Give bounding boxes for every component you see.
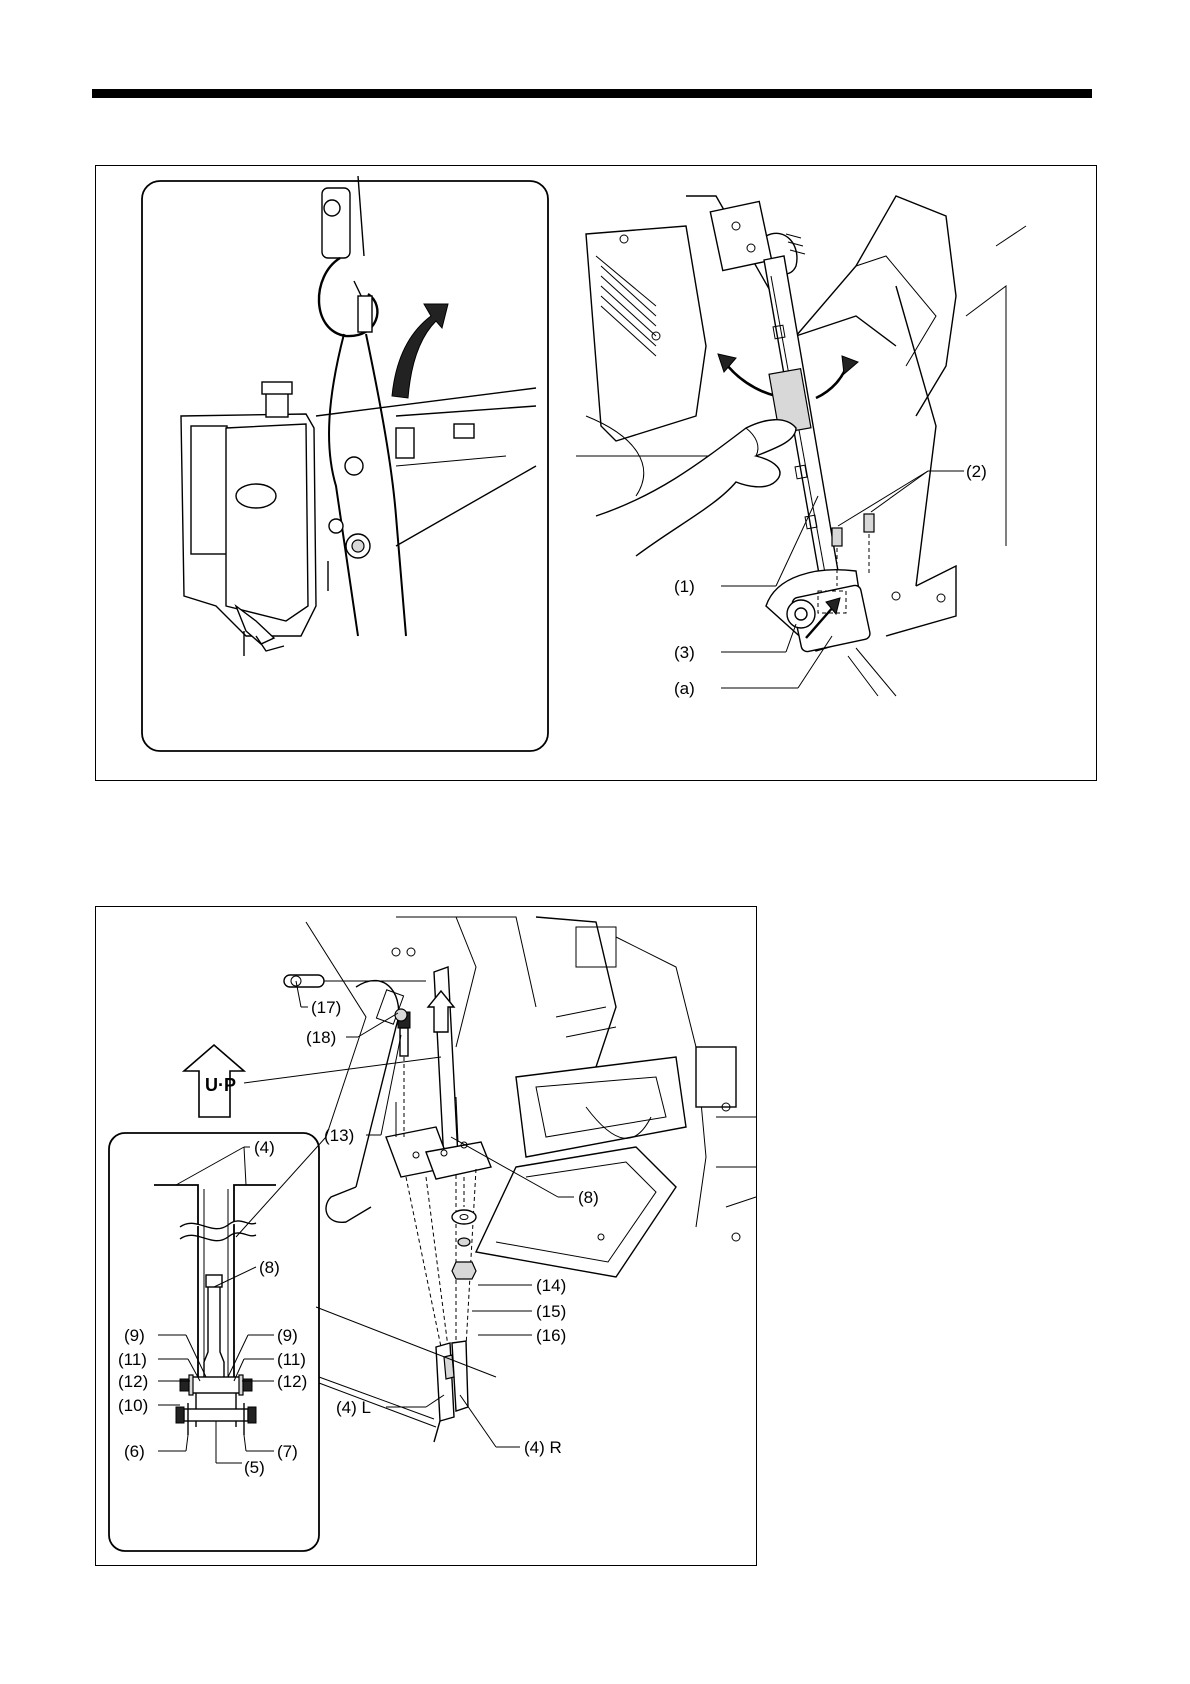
callout-12-left: (12) — [118, 1372, 148, 1391]
callout-10: (10) — [118, 1396, 148, 1415]
callout-17: (17) — [311, 998, 341, 1017]
lift-arrow-icon — [392, 304, 448, 398]
table-underside-drawing — [236, 917, 756, 1277]
figure-2-drawing: U·P — [96, 907, 758, 1567]
callout-4-right: (4) R — [524, 1438, 562, 1457]
top-rule — [92, 89, 1092, 98]
up-label: U·P — [205, 1075, 236, 1095]
figure-1-panel: (1) (2) (3) (a) — [95, 165, 1097, 781]
crane-hook-icon — [319, 176, 377, 336]
figure-1-drawing: (1) (2) (3) (a) — [96, 166, 1098, 782]
support-rod-drawing — [576, 196, 1026, 696]
callout-16: (16) — [536, 1326, 566, 1345]
callout-4: (4) — [254, 1138, 275, 1157]
callout-2: (2) — [966, 462, 987, 481]
callout-13: (13) — [324, 1126, 354, 1145]
callout-11-right: (11) — [277, 1350, 306, 1369]
callout-9-right: (9) — [277, 1326, 298, 1345]
callout-a: (a) — [674, 679, 695, 698]
callout-11-left: (11) — [118, 1350, 147, 1369]
callout-7: (7) — [277, 1442, 298, 1461]
callout-4-left: (4) L — [336, 1398, 371, 1417]
figure-2-panel: U·P — [95, 906, 757, 1566]
callout-14: (14) — [536, 1276, 566, 1295]
sewing-head-lift-inset — [142, 176, 548, 751]
callout-15: (15) — [536, 1302, 566, 1321]
callout-1: (1) — [674, 577, 695, 596]
callout-8-main: (8) — [578, 1188, 599, 1207]
callout-9-left: (9) — [124, 1326, 145, 1345]
callout-3: (3) — [674, 643, 695, 662]
callout-18: (18) — [306, 1028, 336, 1047]
callout-5: (5) — [244, 1458, 265, 1477]
callout-8-inset: (8) — [259, 1258, 280, 1277]
callout-6: (6) — [124, 1442, 145, 1461]
callout-12-right: (12) — [277, 1372, 307, 1391]
